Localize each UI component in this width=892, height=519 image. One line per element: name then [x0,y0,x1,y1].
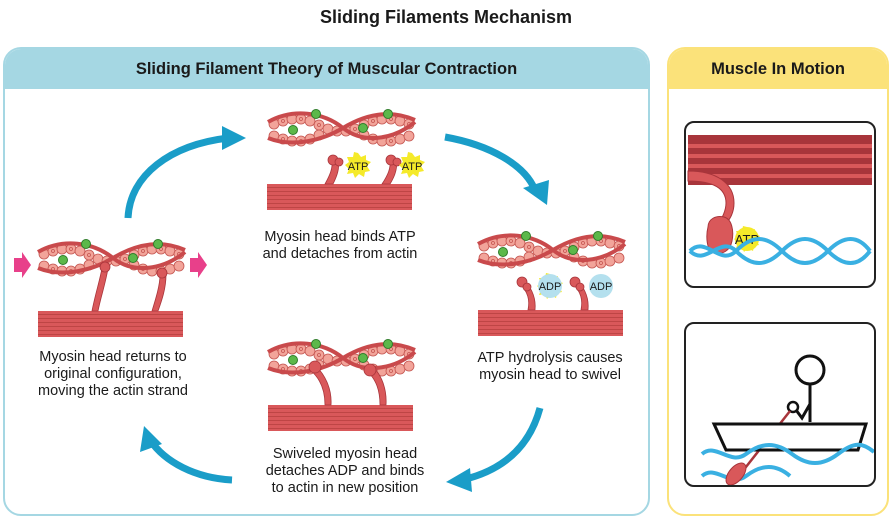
caption-line: original configuration, [44,366,182,382]
caption-line: moving the actin strand [38,383,188,399]
caption-line: ATP hydrolysis causes [477,350,623,366]
step-2-caption: ATP hydrolysis causes myosin head to swi… [450,350,650,384]
caption-line: Myosin head binds ATP [264,229,416,245]
muscle-atp-illustration: ATP [687,135,872,265]
atp-label: ATP [735,232,759,247]
step-2-illustration: ADP ADP [476,229,627,336]
atp-label: ATP [348,161,369,173]
rowing-card [684,322,876,487]
cycle-arrow-2-icon [444,133,539,192]
motion-arrow-left-icon [14,252,31,278]
muscle-in-motion-heading: Muscle In Motion [669,49,887,89]
boat-icon [711,422,869,452]
caption-line: myosin head to swivel [479,367,621,383]
caption-line: Myosin head returns to [39,349,187,365]
motion-arrow-right-icon [190,252,207,278]
muscle-atp-card: ATP [684,121,876,288]
caption-line: Swiveled myosin head [272,446,418,462]
cycle-arrow-4-icon [147,437,233,484]
step-1-illustration: ATP ATP [266,107,425,210]
caption-line: detaches ADP and binds [265,463,425,479]
diagram-title: Sliding Filaments Mechanism [319,7,573,27]
step-3-caption: Swiveled myosin head detaches ADP and bi… [230,446,460,497]
water-wave-icon [700,442,874,465]
adp-label: ADP [590,281,613,293]
step-3-illustration [266,337,417,431]
cycle-arrow-3-icon [461,407,544,484]
step-4-caption: Myosin head returns to original configur… [8,349,218,400]
sliding-filament-heading: Sliding Filament Theory of Muscular Cont… [5,49,648,89]
atp-label: ATP [402,161,423,173]
step-1-caption: Myosin head binds ATP and detaches from … [240,229,440,263]
caption-line: to actin in new position [271,480,419,496]
caption-line: and detaches from actin [262,246,418,262]
adp-label: ADP [539,281,562,293]
step-4-illustration [14,237,207,337]
cycle-arrow-1-icon [124,134,229,219]
water-wave-icon [700,465,792,482]
rower-head-icon [794,354,826,386]
rowing-illustration [700,354,874,485]
